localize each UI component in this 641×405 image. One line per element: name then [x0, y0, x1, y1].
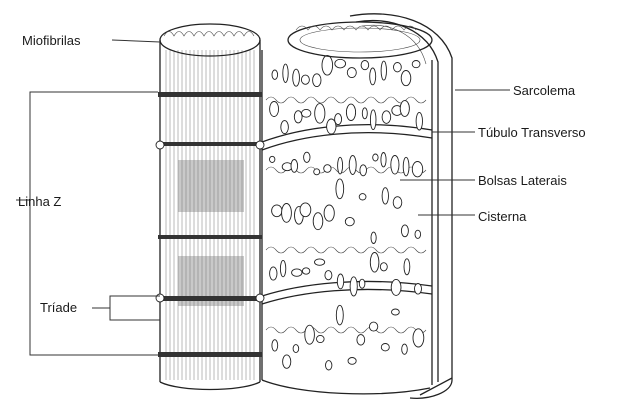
- tubule-blob: [362, 108, 367, 119]
- tubule-blob: [404, 259, 410, 275]
- tubule-blob: [283, 64, 288, 82]
- tubule-blob: [272, 205, 282, 217]
- tubule-blob: [270, 156, 275, 162]
- label-linha-z: Linha Z: [18, 194, 61, 209]
- tubule-blob: [292, 269, 302, 276]
- tubule-blob: [304, 152, 310, 162]
- sarcoplasmic-reticulum: [262, 50, 432, 394]
- tubule-blob: [349, 156, 356, 175]
- tubule-blob: [415, 230, 421, 238]
- tubule-blob: [315, 104, 325, 124]
- tubule-blob: [412, 162, 422, 177]
- tubule-blob: [280, 260, 285, 276]
- tubule-blob: [348, 358, 356, 365]
- tubule-blob: [325, 271, 332, 280]
- tubule-blob: [413, 329, 424, 347]
- tubule-blob: [394, 62, 402, 71]
- label-tubulo-transverso: Túbulo Transverso: [478, 125, 586, 140]
- tubule-blob: [301, 75, 309, 84]
- tubule-blob: [272, 70, 278, 79]
- tubule-blob: [282, 204, 292, 223]
- tubule-blob: [370, 252, 379, 272]
- tubule-blob: [270, 267, 277, 280]
- leader-lines: [16, 40, 510, 355]
- reticulum-top-cap: [288, 22, 432, 58]
- label-sarcolema: Sarcolema: [513, 83, 576, 98]
- tubule-blob: [270, 102, 279, 117]
- tubule-blob: [335, 59, 346, 68]
- tubule-blob: [283, 355, 291, 368]
- tubule-blob: [322, 56, 333, 76]
- tubule-blob: [302, 268, 309, 274]
- tubule-blob: [337, 274, 343, 289]
- tubule-blob: [346, 104, 355, 120]
- tubule-blob: [357, 335, 365, 345]
- tubule-blob: [359, 194, 366, 200]
- tubule-blob: [302, 109, 311, 117]
- tubule-blob: [335, 114, 342, 125]
- tubule-blob: [393, 197, 402, 209]
- tubule-blob: [369, 322, 377, 331]
- tubule-blob: [382, 111, 391, 124]
- myofibril-cylinder: [156, 24, 264, 390]
- tubule-blob: [380, 263, 387, 271]
- tubule-blob: [293, 345, 299, 353]
- tubule-blob: [338, 157, 343, 174]
- tubule-blob: [373, 154, 378, 161]
- tubule-blob: [382, 188, 388, 204]
- reticulum-tubules: [270, 56, 424, 370]
- tubule-blob: [391, 156, 399, 175]
- tubule-blob: [350, 277, 357, 296]
- tubule-blob: [294, 111, 302, 123]
- label-miofibrilas: Miofibrilas: [22, 33, 81, 48]
- tubule-blob: [392, 309, 400, 315]
- label-cisterna: Cisterna: [478, 209, 527, 224]
- tubule-blob: [415, 284, 422, 295]
- label-bolsas-laterais: Bolsas Laterais: [478, 173, 567, 188]
- tubule-blob: [416, 112, 422, 130]
- tubule-blob: [317, 335, 325, 342]
- tubule-blob: [305, 325, 315, 344]
- tubule-blob: [345, 217, 354, 225]
- tubule-blob: [381, 61, 386, 80]
- tubule-blob: [370, 110, 376, 130]
- tubule-blob: [313, 213, 323, 230]
- tubule-blob: [401, 71, 411, 86]
- tubule-blob: [402, 344, 408, 354]
- tubule-blob: [336, 179, 344, 199]
- tubule-blob: [281, 121, 289, 134]
- tubule-blob: [401, 225, 408, 237]
- tubule-blob: [360, 165, 367, 176]
- tubule-blob: [293, 69, 300, 86]
- tubule-blob: [400, 101, 409, 117]
- tubule-blob: [371, 232, 376, 243]
- tubule-blob: [314, 169, 320, 175]
- tubule-blob: [336, 305, 343, 325]
- tubule-blob: [381, 153, 386, 167]
- tubule-blob: [291, 160, 298, 173]
- tubule-blob: [412, 61, 420, 68]
- tubule-blob: [326, 361, 332, 370]
- label-triade: Tríade: [40, 300, 77, 315]
- tubule-blob: [381, 344, 389, 351]
- tubule-blob: [391, 279, 401, 295]
- tubule-blob: [370, 68, 376, 85]
- tubule-blob: [313, 74, 321, 87]
- tubule-blob: [324, 165, 331, 173]
- tubule-blob: [324, 205, 334, 221]
- tubule-blob: [361, 61, 369, 70]
- tubule-blob: [403, 157, 409, 176]
- tubule-blob: [347, 68, 356, 78]
- tubule-blob: [300, 203, 311, 217]
- tubule-blob: [272, 340, 278, 351]
- tubule-blob: [359, 279, 365, 288]
- tubule-blob: [315, 259, 325, 265]
